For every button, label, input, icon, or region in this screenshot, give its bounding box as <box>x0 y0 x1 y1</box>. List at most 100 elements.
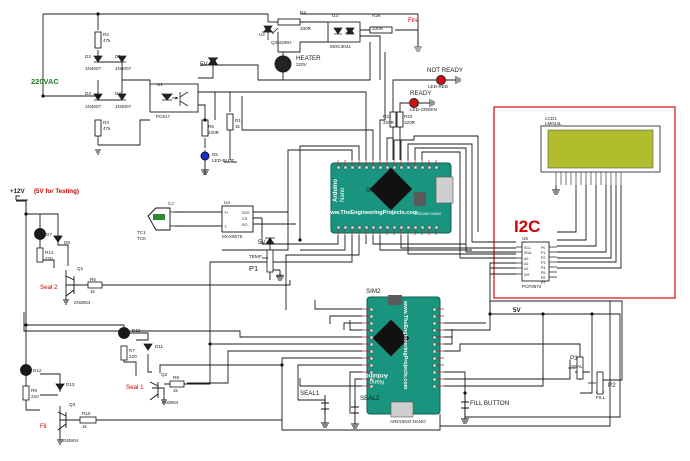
u5-pin-p7: P7 <box>541 281 545 285</box>
q2-part: 2N3904 <box>162 400 179 405</box>
r21-val: 220R <box>383 120 395 125</box>
u2-label: U2 <box>259 32 265 37</box>
r8-label: R8 <box>173 375 179 380</box>
r22-label: R22 <box>404 114 413 119</box>
ready-part: LED-GREEN <box>410 107 437 112</box>
r4-label: R4 <box>300 10 306 15</box>
u5-pin-a0: A0 <box>524 257 528 261</box>
mains-section <box>42 13 419 175</box>
u4-pin-tplus: T+ <box>224 211 229 215</box>
r10-val: 1k <box>82 424 88 429</box>
u1-part: PC817 <box>156 114 170 119</box>
u5-pin-p6: P6 <box>541 276 545 280</box>
r4-val: 330R <box>300 26 312 31</box>
q3-part: 2N3904 <box>62 438 79 443</box>
not-ready-label: NOT READY <box>427 67 463 74</box>
d3-part: 1N4007 <box>85 104 102 109</box>
d3-label: D3 <box>85 91 91 96</box>
seal2-button-label: SEAL2 <box>360 395 380 402</box>
r8-val: 1k <box>173 388 179 393</box>
r22-val: 220R <box>404 120 416 125</box>
u4-label: U4 <box>224 200 230 205</box>
p2-fill: FILL <box>596 395 606 400</box>
q2-label: Q2 <box>161 372 168 377</box>
u4-pin-tminus: T- <box>224 225 228 229</box>
status-leds <box>389 75 461 160</box>
r10-label: R10 <box>82 411 91 416</box>
q1-part: 2N3904 <box>74 300 91 305</box>
u5-pin-p3: P3 <box>541 261 545 265</box>
sim2-model: Nano <box>369 378 384 384</box>
p3-seal: SEAL <box>571 364 583 369</box>
tc1-part: TCK <box>137 236 147 241</box>
u5-pin-a2: A2 <box>524 267 528 271</box>
push-buttons <box>321 395 469 429</box>
fire-label: Fire <box>408 17 419 24</box>
d5-label: D5 <box>212 152 218 157</box>
left-transistors <box>57 275 167 445</box>
r1-val: 1k <box>235 124 241 129</box>
d12-label: D12 <box>33 368 42 373</box>
u2-part: Q4015RH <box>271 40 291 45</box>
p2-label: P2 <box>608 382 616 389</box>
u4-pin-cs: CS <box>242 217 248 221</box>
i2c-box <box>493 106 676 299</box>
u5-pin-p2: P2 <box>541 256 545 260</box>
d1-label: D1 <box>115 54 121 59</box>
ready-label: READY <box>410 90 431 97</box>
u4-pin-sck: SCK <box>242 211 250 215</box>
cj-label: CJ <box>168 201 174 206</box>
sim1-label: SIM1 <box>366 187 381 194</box>
r3-label: R3 <box>103 120 109 125</box>
r9-val: 220 <box>31 394 39 399</box>
u4-pin-so: SO <box>242 223 248 227</box>
d2-part: 1N4007 <box>85 66 102 71</box>
u3-part: MOC3041 <box>330 44 351 49</box>
u5-pcf8574 <box>516 241 557 282</box>
fill-label: Fil <box>40 423 47 430</box>
lcd-display <box>493 106 676 299</box>
i2c-label: I2C <box>514 217 540 236</box>
p1-val: 10k <box>276 273 284 278</box>
d11-label: D11 <box>155 344 164 349</box>
p1-label: P1 <box>249 264 258 273</box>
heater-val: 220V <box>296 62 308 67</box>
sim1-board <box>330 160 454 235</box>
labels: 220VAC U1 PC817 R2 47k R3 47k D2 D1 D3 D… <box>10 10 616 443</box>
r9-label: R9 <box>31 388 37 393</box>
r2-label: R2 <box>103 32 109 37</box>
r2-val: 47k <box>103 38 111 43</box>
sim2-board <box>362 295 444 418</box>
u5-pin-sda: SDA <box>524 251 532 255</box>
d1-part: 1N4007 <box>115 66 132 71</box>
u5-label: U5 <box>522 236 528 241</box>
u5-pin-int: INT <box>524 273 531 277</box>
r26-val: 330R <box>372 26 384 31</box>
r13-val: 220 <box>45 256 53 261</box>
bridge-diodes <box>93 55 127 101</box>
q1-label: Q1 <box>77 266 84 271</box>
r21-label: R21 <box>383 114 392 119</box>
u5-pin-p0: P0 <box>541 246 545 250</box>
rail-5v: 5V <box>513 307 521 314</box>
lcd-label: LCD1 <box>545 116 557 121</box>
r7-label: R7 <box>129 348 135 353</box>
d5-part: LED-BLUE <box>212 158 234 163</box>
thermocouple <box>147 205 254 233</box>
seal1-button-label: SEAL1 <box>300 390 320 397</box>
r26-label: R26 <box>372 13 381 18</box>
fill-button-label: FILL BUTTON <box>470 400 509 407</box>
u5-pin-a1: A1 <box>524 262 528 266</box>
heater-label: HEATER <box>296 55 321 62</box>
p1-pot <box>262 237 275 273</box>
u5-part: PCF8574 <box>522 284 542 289</box>
supply-12v: +12V <box>10 188 25 195</box>
v5-top: 5V <box>200 61 208 68</box>
r5-val: 220R <box>208 130 220 135</box>
sim1-model: Nano <box>340 187 346 202</box>
d7-label: D7 <box>46 232 52 237</box>
u5-pin-scl: SCL <box>524 246 531 250</box>
p1-5v: 5V <box>258 239 266 246</box>
sim1-site: www.TheEngineeringProjects.com <box>325 210 418 216</box>
